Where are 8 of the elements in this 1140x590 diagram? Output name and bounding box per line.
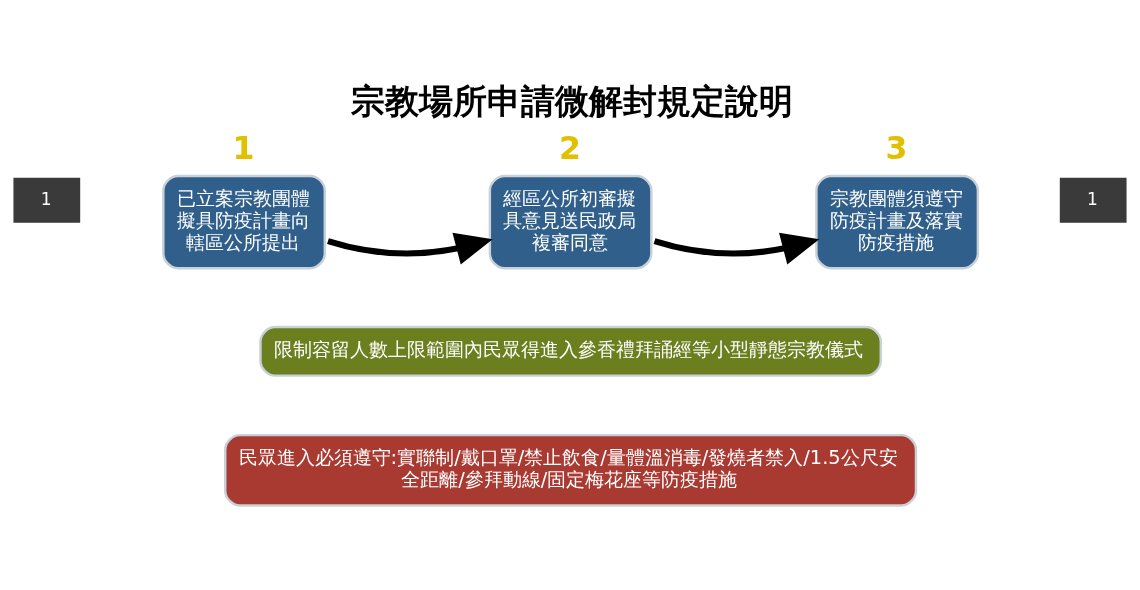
node-label: 1 <box>232 129 255 166</box>
node-label: 3 <box>885 129 908 166</box>
label: 1 <box>40 188 52 209</box>
diagram-title: 宗教場所申請微解封規定說明 <box>350 80 793 121</box>
node-label: 2 <box>559 129 582 166</box>
arrow <box>327 232 493 264</box>
arrow <box>653 232 820 264</box>
label: 1 <box>1087 188 1098 209</box>
